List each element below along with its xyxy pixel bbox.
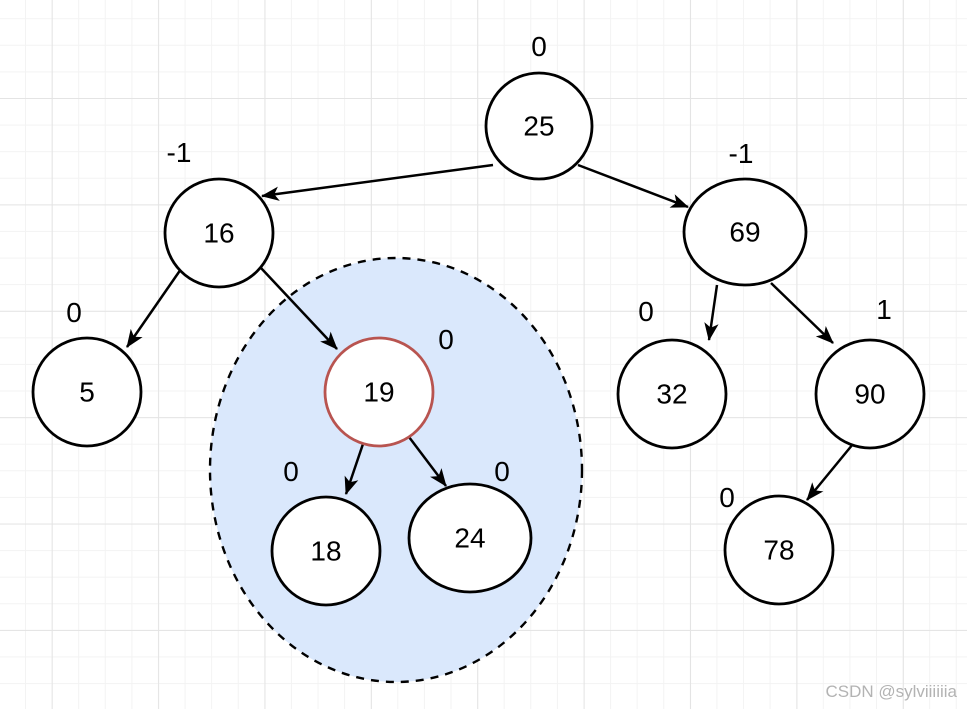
balance-label-5: 0 <box>66 297 82 328</box>
node-25-value: 25 <box>523 111 554 142</box>
watermark-text: CSDN @sylviiiiiia <box>825 682 957 701</box>
balance-label-19: 0 <box>438 324 454 355</box>
node-18: 18 <box>270 495 382 607</box>
node-69-value: 69 <box>729 217 760 248</box>
node-69-circle <box>682 177 808 287</box>
node-5: 5 <box>31 336 143 448</box>
node-24-circle <box>407 482 533 594</box>
node-32-value: 32 <box>656 379 687 410</box>
edge-16-5 <box>125 268 183 348</box>
edge-69-32 <box>704 284 719 341</box>
balance-label-32: 0 <box>638 296 654 327</box>
node-32: 32 <box>616 338 728 450</box>
balance-label-16: -1 <box>167 137 192 168</box>
node-24-value: 24 <box>454 523 485 554</box>
node-19: 19 <box>323 336 435 448</box>
node-90-value: 90 <box>854 379 885 410</box>
node-5-value: 5 <box>79 377 95 408</box>
tree-nodes: 25 16 69 5 19 32 <box>31 71 926 607</box>
balance-label-78: 0 <box>719 482 735 513</box>
node-16-value: 16 <box>203 218 234 249</box>
node-19-circle <box>323 336 435 448</box>
node-25-circle <box>484 71 594 181</box>
node-5-circle <box>31 336 143 448</box>
node-78: 78 <box>723 494 835 606</box>
edge-25-16 <box>261 163 494 201</box>
node-25: 25 <box>484 71 594 181</box>
node-16-circle <box>163 177 275 289</box>
node-78-value: 78 <box>763 535 794 566</box>
edge-25-69 <box>577 163 689 209</box>
edge-19-18 <box>344 440 366 495</box>
edge-69-90 <box>770 282 834 344</box>
balance-label-24: 0 <box>494 456 510 487</box>
node-32-circle <box>616 338 728 450</box>
balance-label-69: -1 <box>729 138 754 169</box>
node-19-value: 19 <box>363 377 394 408</box>
node-18-circle <box>270 495 382 607</box>
edge-90-78 <box>806 443 854 501</box>
node-24: 24 <box>407 482 533 594</box>
edge-16-19 <box>260 267 338 350</box>
balance-label-90: 1 <box>876 294 892 325</box>
balance-label-25: 0 <box>531 31 547 62</box>
node-90: 90 <box>814 338 926 450</box>
node-90-circle <box>814 338 926 450</box>
balance-label-18: 0 <box>283 456 299 487</box>
tree-edges <box>125 163 854 501</box>
balance-labels: 0 -1 -1 0 0 0 1 0 0 0 <box>66 31 892 513</box>
node-16: 16 <box>163 177 275 289</box>
node-78-circle <box>723 494 835 606</box>
node-18-value: 18 <box>310 536 341 567</box>
edge-19-24 <box>408 436 447 487</box>
subtree-highlight-region <box>208 256 584 684</box>
node-69: 69 <box>682 177 808 287</box>
